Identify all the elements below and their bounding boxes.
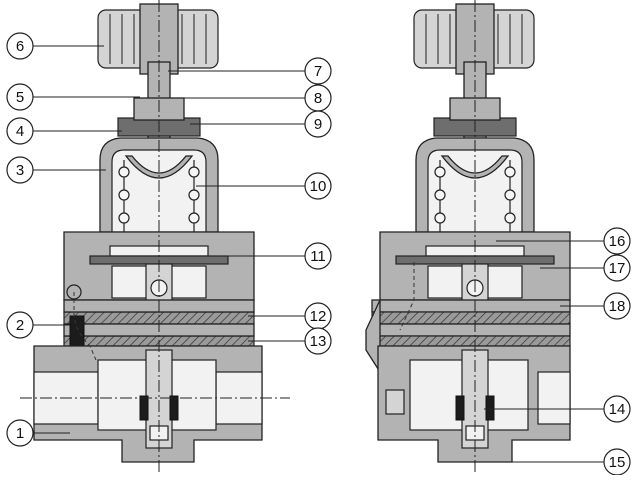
callout-number: 11: [310, 248, 326, 265]
callout-number: 13: [310, 333, 327, 350]
callout-circle: [6, 32, 34, 60]
right-knob: [413, 3, 535, 75]
callout-number: 4: [16, 123, 24, 140]
callout-11: 11: [222, 242, 332, 270]
callout-number: 1: [16, 425, 24, 442]
callout-number: 12: [310, 308, 327, 325]
callout-16: 16: [496, 227, 631, 255]
callout-number: 18: [609, 298, 626, 315]
callout-circle: [304, 57, 332, 85]
callout-circle: [6, 311, 34, 339]
callout-number: 14: [609, 401, 626, 418]
callout-13: 13: [248, 327, 332, 355]
callout-circle: [603, 292, 631, 320]
callout-number: 6: [16, 38, 24, 55]
right-band: [371, 311, 571, 325]
callout-number: 9: [314, 116, 322, 133]
callout-4: 4: [6, 117, 122, 145]
callout-6: 6: [6, 32, 104, 60]
callout-1: 1: [6, 419, 70, 447]
callout-circle: [304, 172, 332, 200]
callout-number: 16: [609, 233, 626, 250]
left-spring: [118, 160, 200, 236]
callout-14: 14: [484, 395, 631, 423]
right-outlet-port: [537, 371, 571, 425]
callout-10: 10: [196, 172, 332, 200]
left-relief-passage: [73, 292, 97, 361]
callout-18: 18: [560, 292, 631, 320]
callout-number: 2: [16, 317, 24, 334]
callout-circle: [603, 395, 631, 423]
right-relief-passage: [399, 262, 415, 331]
right-view: [365, 0, 571, 475]
callout-number: 15: [609, 454, 626, 471]
callout-number: 3: [16, 162, 24, 179]
callout-number: 10: [310, 178, 327, 195]
callout-circle: [304, 242, 332, 270]
callout-number: 8: [314, 90, 322, 107]
callout-circle: [603, 254, 631, 282]
callout-circle: [304, 110, 332, 138]
callout-7: 7: [168, 57, 332, 85]
callout-9: 9: [190, 110, 332, 138]
callout-15: 15: [500, 448, 631, 476]
right-plug: [385, 389, 405, 415]
callout-3: 3: [6, 156, 106, 184]
callout-number: 7: [314, 63, 322, 80]
callout-circle: [6, 419, 34, 447]
callout-12: 12: [248, 302, 332, 330]
callout-circle: [6, 83, 34, 111]
left-view: [20, 0, 290, 475]
callout-circle: [6, 156, 34, 184]
callout-number: 17: [609, 260, 626, 277]
right-spring: [434, 160, 516, 236]
callout-circle: [6, 117, 34, 145]
callout-circle: [304, 327, 332, 355]
callout-5: 5: [6, 83, 140, 111]
callout-number: 5: [16, 89, 24, 106]
callout-circle: [603, 227, 631, 255]
callout-17: 17: [540, 254, 631, 282]
callout-8: 8: [160, 84, 332, 112]
callout-2: 2: [6, 311, 70, 339]
